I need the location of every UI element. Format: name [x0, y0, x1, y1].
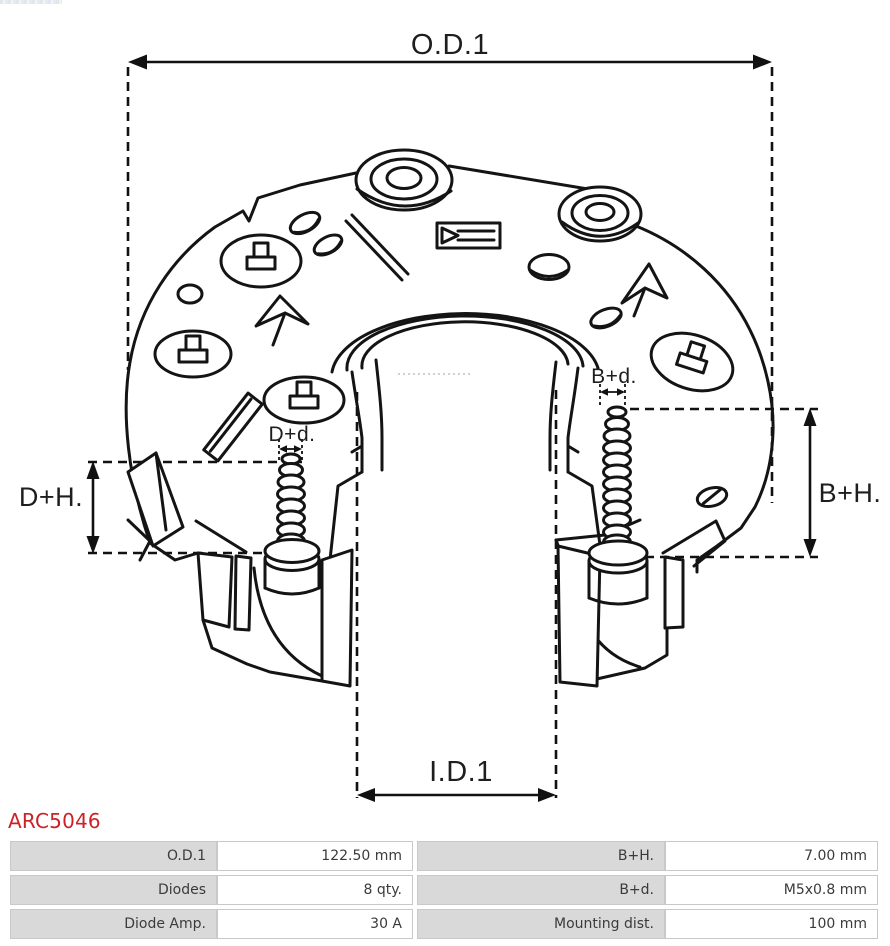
bd-label: B+d. — [591, 365, 637, 388]
bh-label: B+H. — [819, 478, 882, 508]
left-bracket — [194, 519, 354, 688]
rectifier-diagram-svg: O.D.1 I.D.1 D+H. B+H. D+d. B+d. — [19, 29, 882, 802]
small-hole — [176, 283, 204, 305]
terminal-arrow-left — [254, 294, 310, 347]
outline-right — [634, 224, 775, 574]
od1-label: O.D.1 — [411, 29, 489, 61]
dh-label: D+H. — [19, 482, 83, 512]
partial-logo-strip — [0, 0, 62, 4]
id1-label: I.D.1 — [429, 756, 493, 788]
dplus-stud — [263, 452, 321, 596]
flag-slot — [435, 221, 502, 250]
diode-4 — [649, 331, 735, 393]
left-tab — [126, 451, 185, 562]
spec-value: 7.00 mm — [665, 841, 878, 871]
dh-dimension — [86, 461, 100, 554]
dimension-lines — [86, 54, 817, 802]
spec-value: M5x0.8 mm — [665, 875, 878, 905]
oval-hole-4 — [589, 306, 623, 330]
spec-value: 100 mm — [665, 909, 878, 939]
dd-label: D+d. — [269, 423, 316, 446]
spec-value: 8 qty. — [217, 875, 413, 905]
outline-bottom-left — [148, 541, 200, 562]
spec-label: Mounting dist. — [417, 909, 665, 939]
terminal-arrow-right — [620, 262, 669, 318]
mount-boss-2 — [557, 185, 643, 243]
id1-dimension — [357, 788, 556, 802]
diode-2 — [153, 329, 233, 379]
part-outline-group — [124, 148, 775, 688]
oval-hole-3 — [527, 253, 571, 281]
part-number: ARC5046 — [8, 809, 101, 833]
diode-1 — [219, 233, 303, 289]
spec-value: 30 A — [217, 909, 413, 939]
oval-hole-2 — [312, 233, 344, 257]
technical-drawing: O.D.1 I.D.1 D+H. B+H. D+d. B+d. — [19, 29, 882, 802]
spec-label: Diode Amp. — [10, 909, 217, 939]
dd-dimension — [279, 445, 302, 453]
angled-slot — [202, 391, 264, 463]
diode-3 — [262, 375, 346, 425]
center-boss — [328, 312, 602, 562]
spec-label: O.D.1 — [10, 841, 217, 871]
spec-value: 122.50 mm — [217, 841, 413, 871]
oval-hole-1 — [288, 210, 322, 236]
spec-label: B+d. — [417, 875, 665, 905]
bplus-stud — [587, 405, 649, 606]
bd-dimension — [600, 388, 625, 396]
tick-lines — [278, 384, 626, 461]
bh-dimension — [803, 408, 817, 557]
spec-label: Diodes — [10, 875, 217, 905]
od1-dimension — [128, 54, 772, 70]
spec-label: B+H. — [417, 841, 665, 871]
oval-hole-5 — [695, 485, 729, 509]
mount-boss-1 — [344, 148, 454, 282]
